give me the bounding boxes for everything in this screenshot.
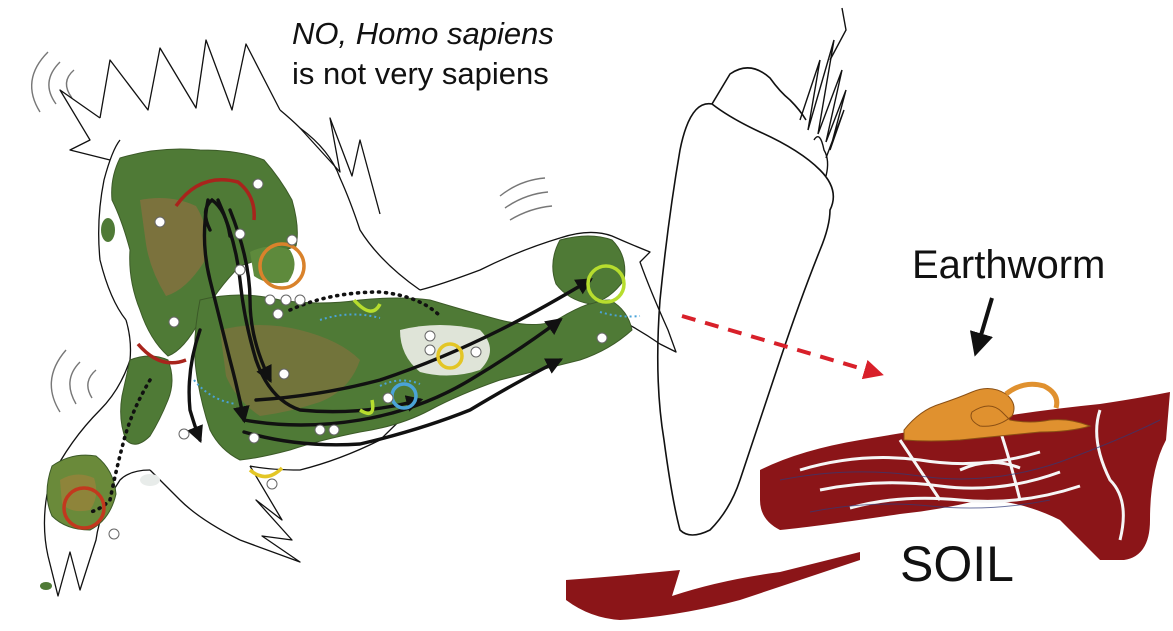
down-arrow-icon [976, 298, 992, 352]
caption-line-1: NO, Homo sapiens [292, 14, 554, 54]
dashed-arrow-icon [682, 316, 880, 374]
earthworm-label: Earthworm [912, 243, 1105, 288]
caption-line-2: is not very sapiens [292, 54, 554, 94]
diagram-caption: NO, Homo sapiens is not very sapiens [292, 14, 554, 94]
soil-label: SOIL [900, 535, 1014, 593]
scribble-icon [800, 8, 846, 176]
